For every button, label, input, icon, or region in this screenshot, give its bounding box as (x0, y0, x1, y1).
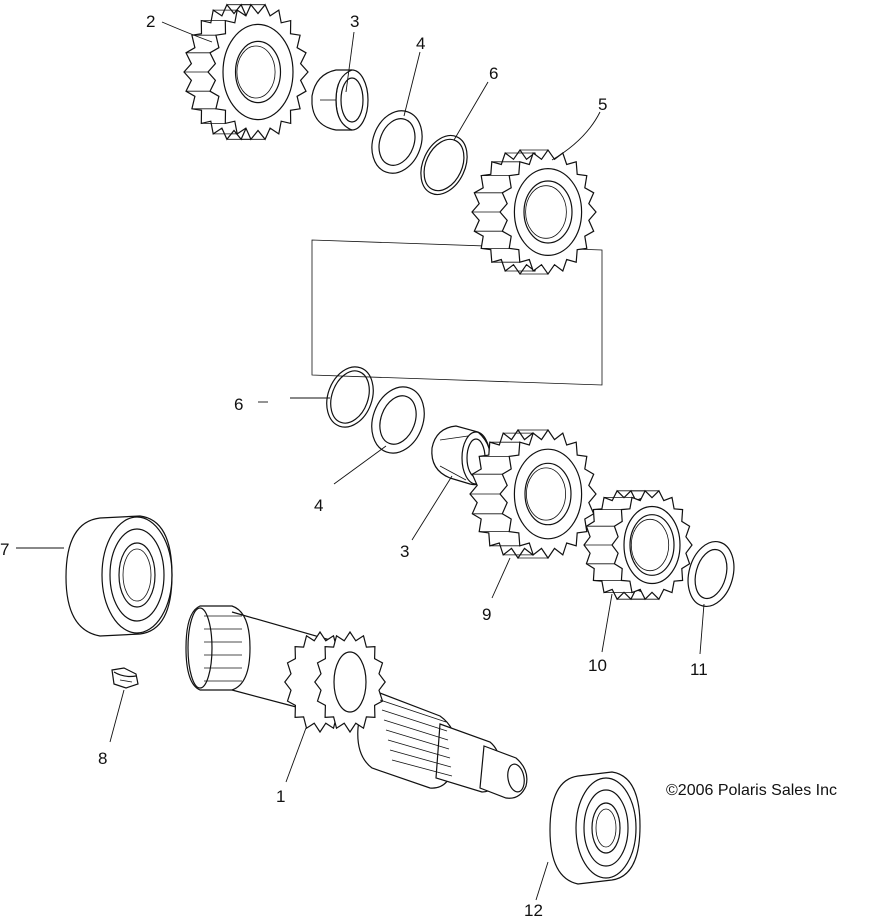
snap-ring-6-top (420, 134, 468, 196)
callout-2: 2 (146, 12, 155, 31)
callout-3-top: 3 (350, 12, 359, 31)
washer-11 (687, 541, 735, 607)
gear-2 (183, 3, 309, 141)
callout-5: 5 (598, 95, 607, 114)
washer-4-mid (371, 386, 425, 454)
callout-7: 7 (0, 540, 9, 559)
bearing-7 (65, 515, 173, 637)
copyright-notice: ©2006 Polaris Sales Inc (666, 782, 837, 799)
callout-3-mid: 3 (400, 542, 409, 561)
bushing-3-mid (431, 425, 492, 486)
gear-5 (471, 148, 597, 276)
screw-8 (111, 667, 139, 689)
snap-ring-6-mid (326, 366, 374, 428)
callout-12: 12 (524, 901, 543, 918)
callout-4-mid: 4 (314, 496, 323, 515)
gear-9 (469, 428, 597, 560)
callout-8: 8 (98, 749, 107, 768)
callout-4-top: 4 (416, 34, 425, 53)
callout-6-mid: 6 (234, 395, 243, 414)
gear-10 (583, 489, 693, 601)
callout-11: 11 (690, 660, 708, 679)
callout-6-top: 6 (489, 64, 498, 83)
washer-4-top (371, 110, 423, 174)
bearing-12 (549, 771, 641, 885)
callout-10: 10 (588, 656, 607, 675)
shaft-1 (185, 605, 528, 799)
leader-lines (16, 21, 705, 901)
callouts: 2 3 4 6 5 6 4 3 9 10 11 7 8 1 12 (0, 12, 708, 918)
callout-1: 1 (276, 787, 285, 806)
bushing-3-top (311, 69, 369, 131)
callout-9: 9 (482, 605, 491, 624)
